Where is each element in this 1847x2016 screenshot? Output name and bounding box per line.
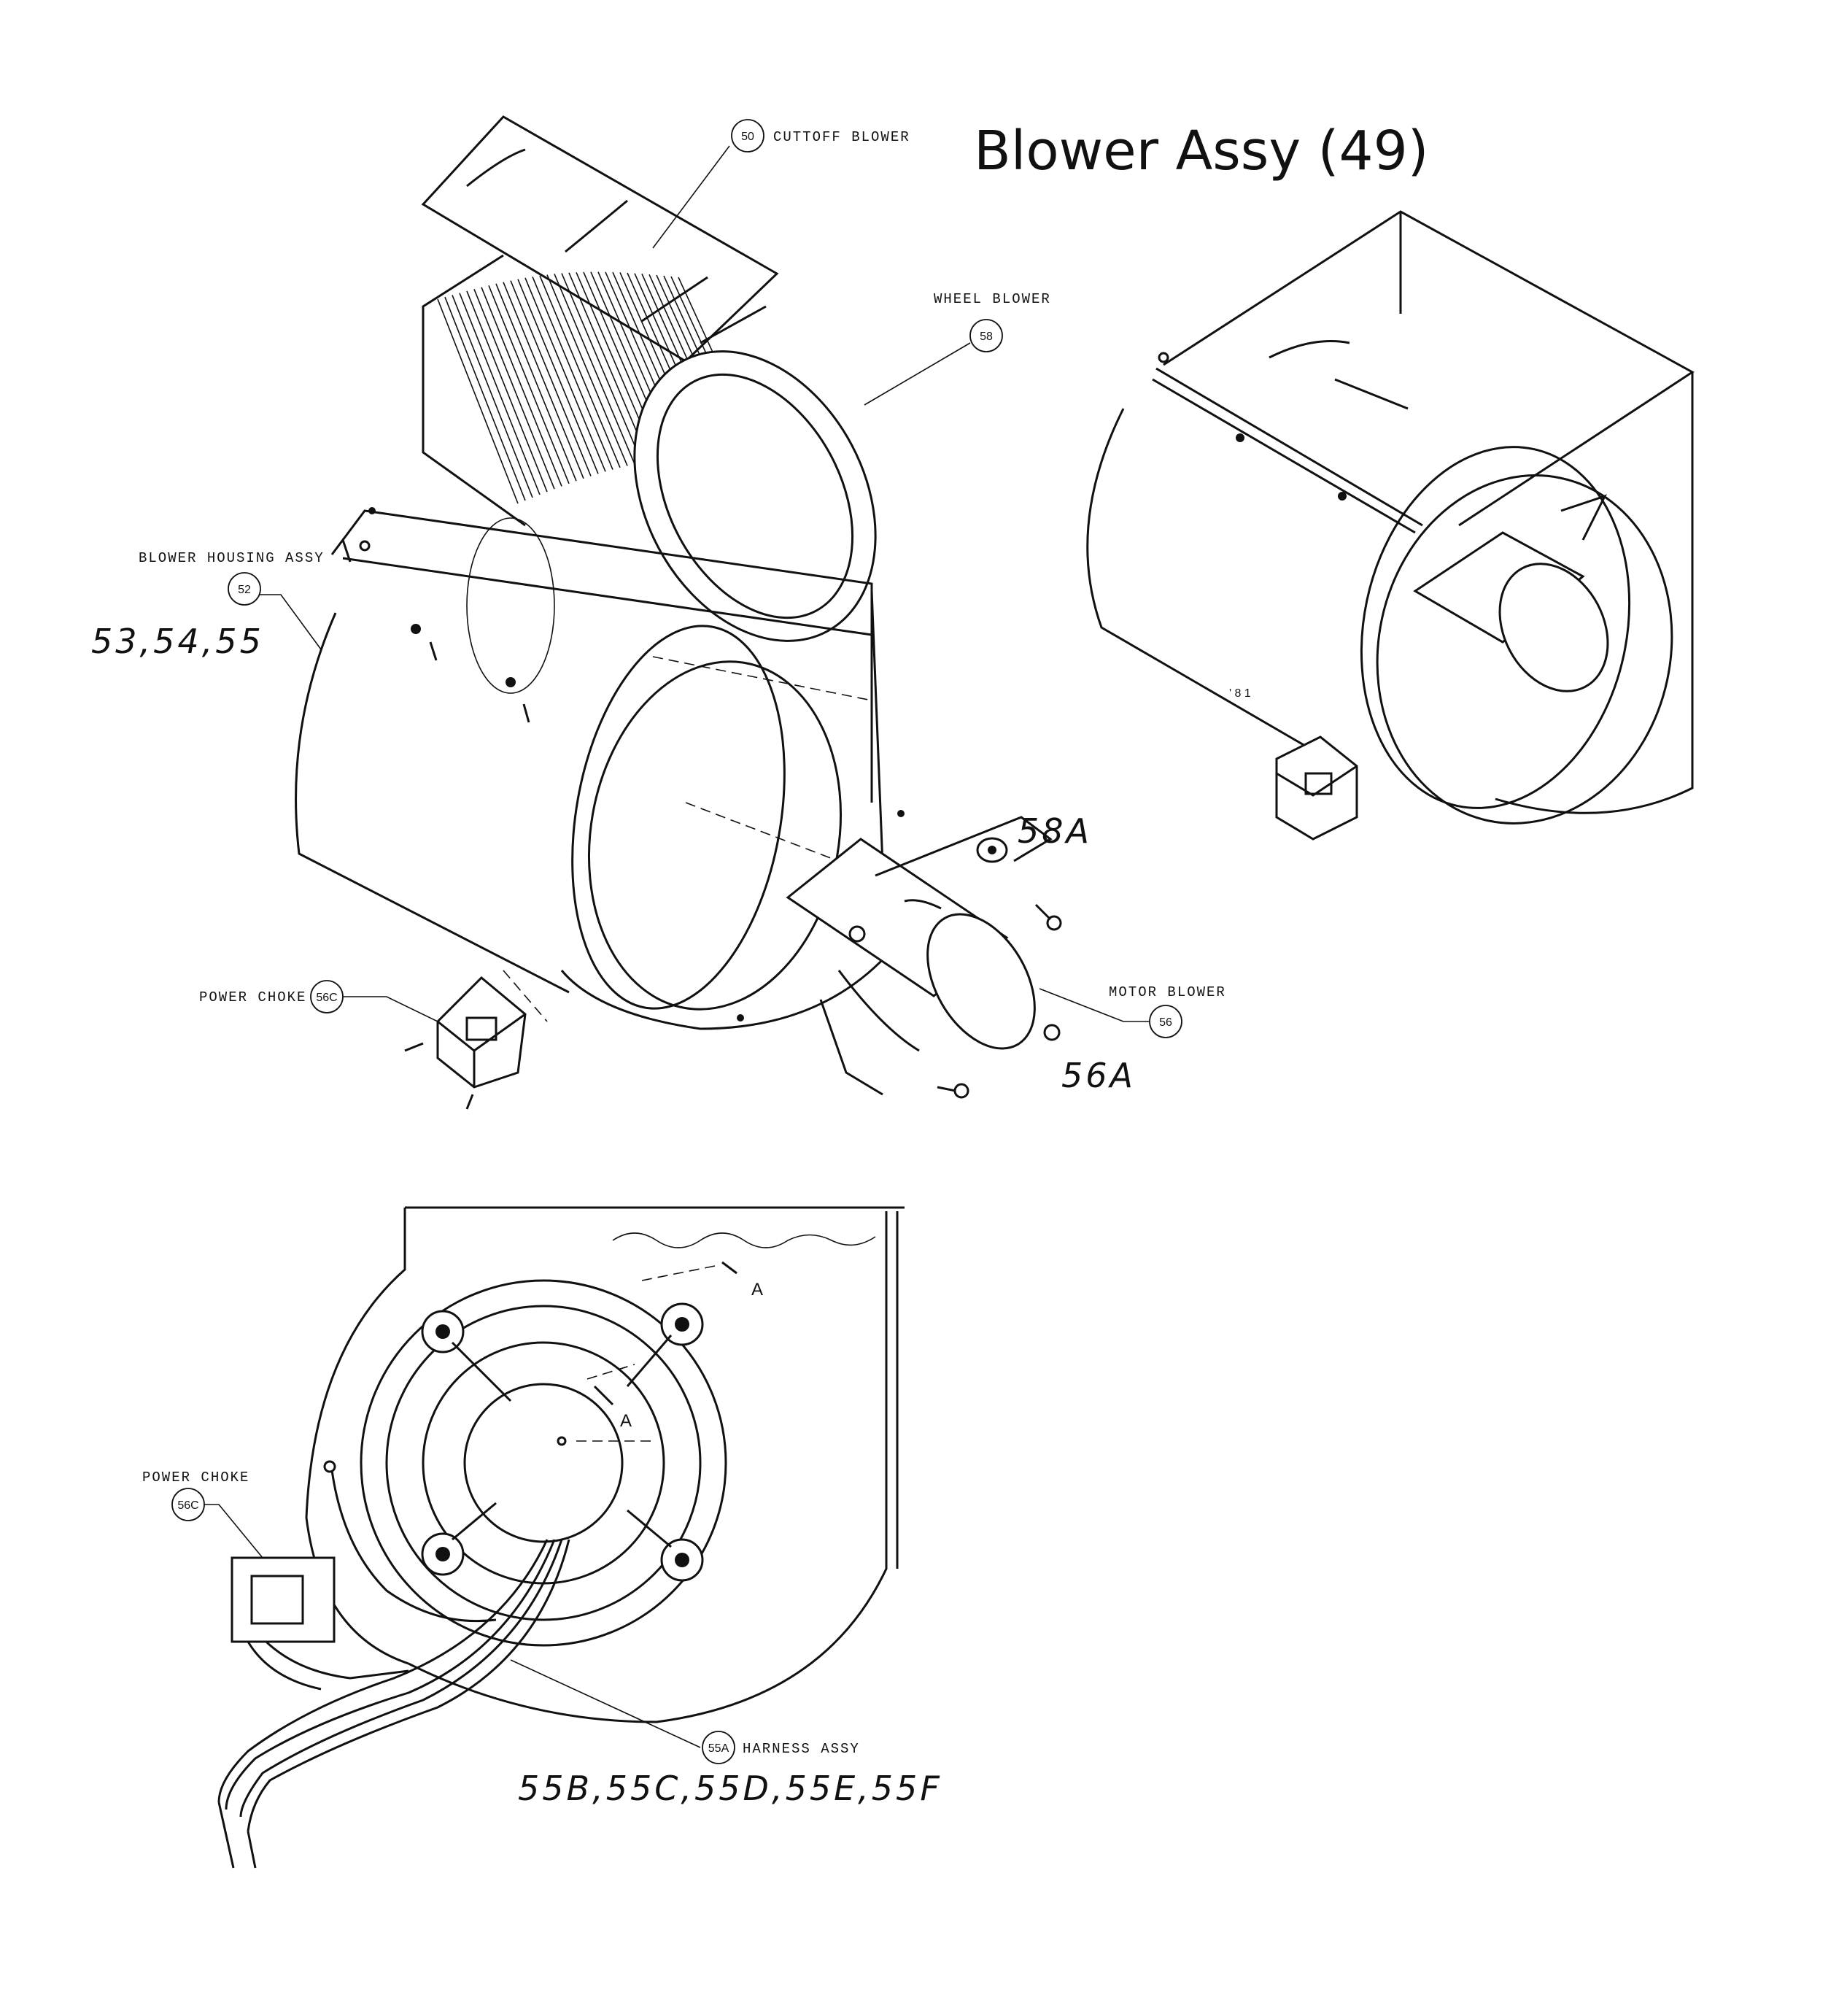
wheel-blade xyxy=(546,274,628,466)
motor-mount xyxy=(421,1302,704,1582)
screw xyxy=(897,810,905,817)
wheel-blade xyxy=(554,274,635,465)
wheel-blade xyxy=(459,293,541,495)
handwritten-grommet-part: 56A xyxy=(1061,1056,1136,1095)
section-mark-a-top: A xyxy=(751,1280,763,1299)
callout-number: 55A xyxy=(708,1742,729,1755)
callout-label: WHEEL BLOWER xyxy=(934,291,1051,307)
callout-label: POWER CHOKE xyxy=(142,1469,249,1486)
front-view: A A xyxy=(217,1206,905,1869)
wheel-blade xyxy=(524,277,606,472)
assembled-view: ' 8 1 xyxy=(1086,210,1695,841)
motor-blower-part xyxy=(786,816,1062,1099)
wheel-blade xyxy=(510,280,592,476)
callout-label: POWER CHOKE xyxy=(199,989,306,1005)
handwritten-harness-parts: 55B,55C,55D,55E,55F xyxy=(518,1769,942,1808)
callout-cutoff-blower: 50 CUTTOFF BLOWER xyxy=(652,119,910,249)
callout-power-choke-top: POWER CHOKE 56C xyxy=(199,980,438,1022)
callout-number: 50 xyxy=(741,131,754,143)
callout-number: 58 xyxy=(980,331,993,343)
wheel-blade xyxy=(503,282,584,479)
callout-label: CUTTOFF BLOWER xyxy=(773,129,910,145)
wheel-blade xyxy=(444,296,526,501)
wheel-blade xyxy=(561,273,643,463)
power-choke-part xyxy=(404,976,527,1110)
assembly-line xyxy=(652,656,872,701)
handwritten-housing-parts: 53,54,55 xyxy=(91,622,264,661)
wheel-blade xyxy=(517,279,599,474)
screw xyxy=(368,507,376,514)
wheel-blade xyxy=(532,276,613,470)
callout-number: 56 xyxy=(1159,1016,1172,1029)
callout-power-choke-bottom: POWER CHOKE 56C xyxy=(142,1469,263,1559)
callout-number: 56C xyxy=(177,1499,198,1512)
svg-text:' 8 1: ' 8 1 xyxy=(1229,687,1251,700)
diagram-title: Blower Assy (49) xyxy=(974,120,1429,182)
wheel-blower-part xyxy=(422,254,877,642)
screw xyxy=(737,1014,744,1021)
power-choke-front xyxy=(231,1556,336,1643)
wheel-blade xyxy=(466,290,548,493)
wheel-blade xyxy=(488,285,570,484)
section-mark-a-bottom: A xyxy=(620,1411,632,1431)
wheel-blade xyxy=(452,295,533,498)
callout-number: 52 xyxy=(238,584,251,596)
callout-motor-blower: MOTOR BLOWER 56 xyxy=(1039,984,1226,1038)
wheel-blade xyxy=(539,275,621,468)
callout-wheel-blower: WHEEL BLOWER 58 xyxy=(864,291,1051,406)
wheel-blade xyxy=(495,283,577,482)
callout-number: 56C xyxy=(316,992,337,1004)
callout-harness: 55A HARNESS ASSY 55B,55C,55D,55E,55F xyxy=(510,1659,942,1808)
callout-blower-housing: BLOWER HOUSING ASSY 52 53,54,55 xyxy=(91,550,325,661)
wheel-blade xyxy=(437,298,519,504)
exploded-view xyxy=(295,115,1062,1110)
callout-label: BLOWER HOUSING ASSY xyxy=(139,550,325,566)
callout-label: MOTOR BLOWER xyxy=(1109,984,1226,1000)
blower-housing-part xyxy=(295,509,888,1030)
callout-label: HARNESS ASSY xyxy=(743,1741,860,1757)
assembly-line xyxy=(685,802,934,898)
wheel-blade xyxy=(481,287,562,487)
handwritten-mount-part: 58A xyxy=(1018,811,1092,851)
harness-wires xyxy=(217,1460,570,1869)
wheel-blade xyxy=(473,288,555,490)
assembly-line xyxy=(503,970,548,1022)
